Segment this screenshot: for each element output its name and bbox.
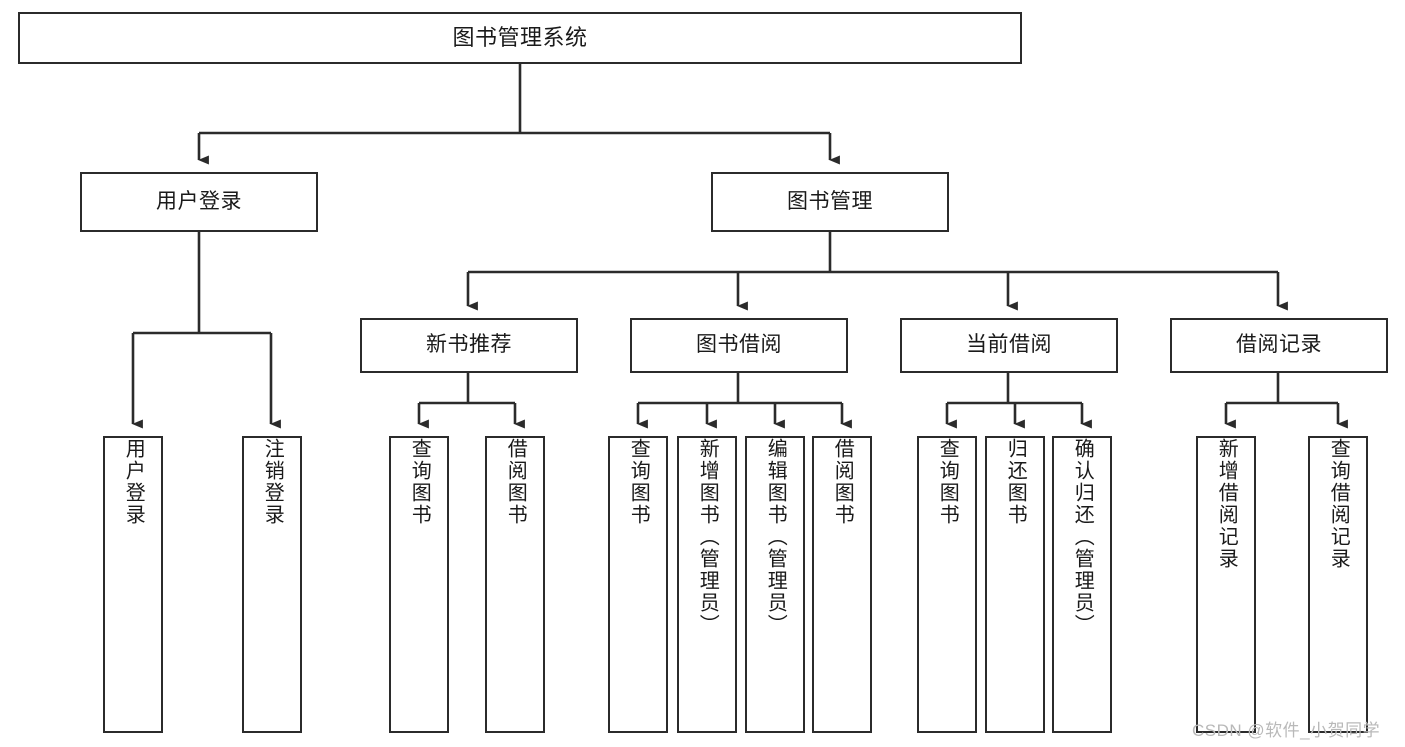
node-leaf-return-books[interactable]: 归还图书	[985, 436, 1045, 733]
node-leaf-borrow-books[interactable]: 借阅图书	[812, 436, 872, 733]
node-leaf-borrow-books-new[interactable]: 借阅图书	[485, 436, 545, 733]
node-borrow-records[interactable]: 借阅记录	[1170, 318, 1388, 373]
node-leaf-edit-book-admin[interactable]: 编辑图书（管理员）	[745, 436, 805, 733]
node-label: 借阅图书	[504, 438, 527, 526]
node-leaf-query-books-current[interactable]: 查询图书	[917, 436, 977, 733]
node-book-management[interactable]: 图书管理	[711, 172, 949, 232]
node-label: 用户登录	[156, 189, 242, 213]
node-label: 图书管理系统	[452, 25, 588, 51]
node-leaf-query-borrow-record[interactable]: 查询借阅记录	[1308, 436, 1368, 733]
node-new-book-recommendation[interactable]: 新书推荐	[360, 318, 578, 373]
node-leaf-add-borrow-record[interactable]: 新增借阅记录	[1196, 436, 1256, 733]
node-label: 图书管理	[787, 189, 873, 213]
node-label: 新增借阅记录	[1215, 438, 1238, 570]
csdn-watermark: CSDN @软件_小贺同学	[1192, 721, 1381, 740]
node-leaf-add-book-admin[interactable]: 新增图书（管理员）	[677, 436, 737, 733]
node-root-system[interactable]: 图书管理系统	[18, 12, 1022, 64]
node-label: 查询图书	[936, 438, 959, 526]
node-label: 借阅记录	[1236, 333, 1322, 357]
node-label: 查询图书	[627, 438, 650, 526]
node-label: 归还图书	[1004, 438, 1027, 526]
node-user-login[interactable]: 用户登录	[80, 172, 318, 232]
node-label: 查询图书	[408, 438, 431, 526]
node-label: 新增图书（管理员）	[696, 438, 719, 636]
node-label: 图书借阅	[696, 333, 782, 357]
node-leaf-query-books-new[interactable]: 查询图书	[389, 436, 449, 733]
node-leaf-logout[interactable]: 注销登录	[242, 436, 302, 733]
node-label: 用户登录	[122, 438, 145, 526]
node-label: 当前借阅	[966, 333, 1052, 357]
node-leaf-confirm-return-admin[interactable]: 确认归还（管理员）	[1052, 436, 1112, 733]
node-book-borrowing[interactable]: 图书借阅	[630, 318, 848, 373]
node-label: 新书推荐	[426, 333, 512, 357]
node-leaf-user-login[interactable]: 用户登录	[103, 436, 163, 733]
node-label: 注销登录	[261, 438, 284, 526]
node-label: 借阅图书	[831, 438, 854, 526]
node-label: 编辑图书（管理员）	[764, 438, 787, 636]
node-label: 查询借阅记录	[1327, 438, 1350, 570]
node-current-borrowing[interactable]: 当前借阅	[900, 318, 1118, 373]
node-label: 确认归还（管理员）	[1071, 438, 1094, 636]
node-leaf-query-books[interactable]: 查询图书	[608, 436, 668, 733]
